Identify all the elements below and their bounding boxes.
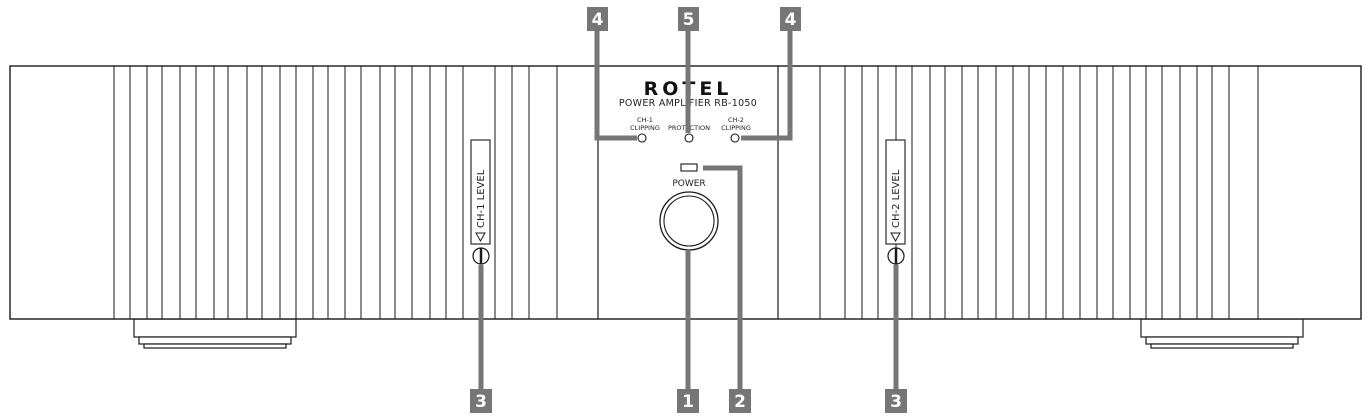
left-foot: [133, 318, 297, 349]
callout-top-center: 5: [678, 7, 699, 31]
svg-text:2: 2: [734, 392, 746, 412]
ch1-clipping-led: [637, 133, 647, 143]
triangle-down-icon: [475, 232, 486, 243]
callout-top-right: 4: [780, 7, 801, 31]
callout-bottom-power-button: 1: [677, 389, 699, 413]
left-heatsink-fins: [113, 66, 558, 319]
ch2-level-control[interactable]: CH-2 LEVEL: [885, 139, 906, 265]
svg-text:5: 5: [683, 10, 695, 30]
svg-text:3: 3: [475, 392, 487, 412]
ch2-clipping-label-line2: CLIPPING: [721, 124, 751, 132]
right-foot: [1140, 318, 1304, 349]
right-heatsink-fins: [819, 66, 1259, 319]
screw-knob-icon[interactable]: [472, 247, 490, 265]
ch2-level-label: CH-2 LEVEL: [891, 169, 902, 228]
power-button[interactable]: [659, 191, 719, 251]
ch1-level-label: CH-1 LEVEL: [476, 169, 487, 228]
callout-bottom-ch2-level: 3: [885, 389, 907, 413]
ch1-clipping-label-line1: CH-1: [637, 116, 653, 124]
screw-knob-icon[interactable]: [887, 247, 905, 265]
ch2-level-plate: [885, 139, 906, 245]
svg-text:3: 3: [890, 392, 902, 412]
ch1-level-control[interactable]: CH-1 LEVEL: [470, 139, 491, 265]
triangle-down-icon: [890, 232, 901, 243]
power-led: [680, 163, 698, 172]
callout-bottom-ch1-level: 3: [470, 389, 492, 413]
ch1-level-plate: [470, 139, 491, 245]
power-label: POWER: [672, 179, 705, 189]
ch2-clipping-label-line1: CH-2: [728, 116, 744, 124]
svg-text:1: 1: [682, 392, 694, 412]
ch2-clipping-led: [730, 133, 740, 143]
protection-led: [684, 133, 694, 143]
svg-text:4: 4: [592, 10, 604, 30]
callout-top-left: 4: [587, 7, 608, 31]
svg-text:4: 4: [785, 10, 797, 30]
ch1-clipping-label-line2: CLIPPING: [630, 124, 660, 132]
callout-bottom-power-led: 2: [729, 389, 751, 413]
callout-leaders: [478, 28, 899, 394]
